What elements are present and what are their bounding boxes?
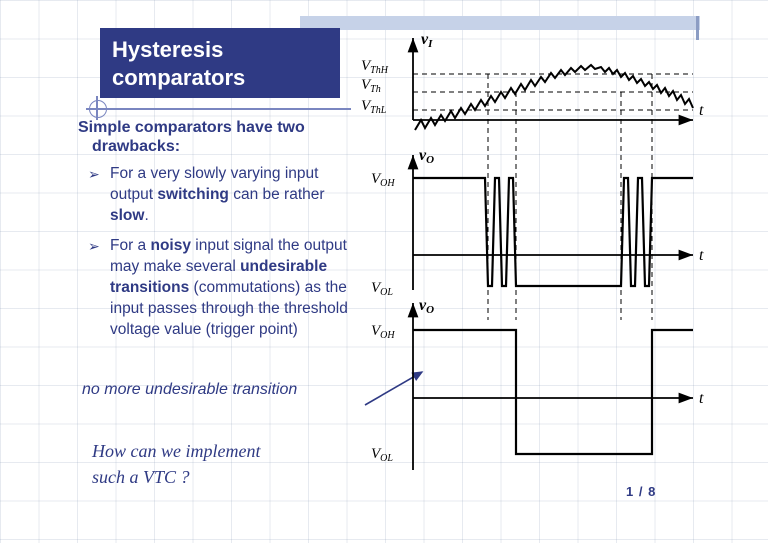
lead-line-1: Simple comparators have two (78, 119, 305, 136)
lead-text: Simple comparators have two drawbacks: (78, 118, 353, 156)
label-vo-bot: vO (419, 297, 434, 316)
lead-line-2: drawbacks: (92, 138, 181, 155)
bullet-arrow-icon: ➢ (88, 166, 100, 182)
list-item: ➢ For a very slowly varying input output… (88, 163, 358, 226)
question-line-1: How can we implement (92, 441, 261, 461)
label-t-1: t (699, 102, 704, 119)
bullet-arrow-icon: ➢ (88, 238, 100, 254)
label-vo-mid: vO (419, 147, 434, 166)
question-line-2: such a VTC ? (92, 467, 190, 487)
page-title: Hysteresis comparators (112, 36, 342, 92)
list-item-text: For a very slowly varying input output s… (110, 165, 325, 224)
closing-question: How can we implement such a VTC ? (92, 438, 372, 490)
annotation-note: no more undesirable transition (82, 381, 298, 398)
title-band (100, 28, 340, 98)
list-item: ➢ For a noisy input signal the output ma… (88, 235, 358, 340)
page-number: 1 / 8 (626, 484, 657, 499)
waveform-figure: vI VThH VTh VThL vO VOH VOL (355, 20, 755, 480)
label-vol-bot: VOL (371, 446, 393, 464)
label-t-3: t (699, 390, 704, 407)
label-voh-mid: VOH (371, 171, 395, 189)
title-line-1: Hysteresis (112, 37, 224, 62)
label-vthh: VThH (361, 58, 389, 76)
bullet-list: ➢ For a very slowly varying input output… (88, 163, 358, 349)
separator-ornament-icon (89, 96, 107, 120)
label-vol-mid: VOL (371, 280, 393, 298)
label-vthl: VThL (361, 98, 387, 116)
output-clean-waveform (413, 328, 693, 456)
label-t-2: t (699, 247, 704, 264)
list-item-text: For a noisy input signal the output may … (110, 237, 348, 338)
title-line-2: comparators (112, 65, 246, 90)
header-bar-accent (696, 16, 699, 40)
output-chattering-waveform (413, 176, 693, 288)
title-separator (86, 108, 351, 110)
header-bar (300, 16, 700, 30)
input-noisy-waveform (414, 63, 694, 131)
label-vi: vI (421, 31, 433, 50)
waveform-svg: vI VThH VTh VThL vO VOH VOL (361, 31, 704, 470)
label-vth: VTh (361, 77, 381, 95)
label-voh-bot: VOH (371, 323, 395, 341)
